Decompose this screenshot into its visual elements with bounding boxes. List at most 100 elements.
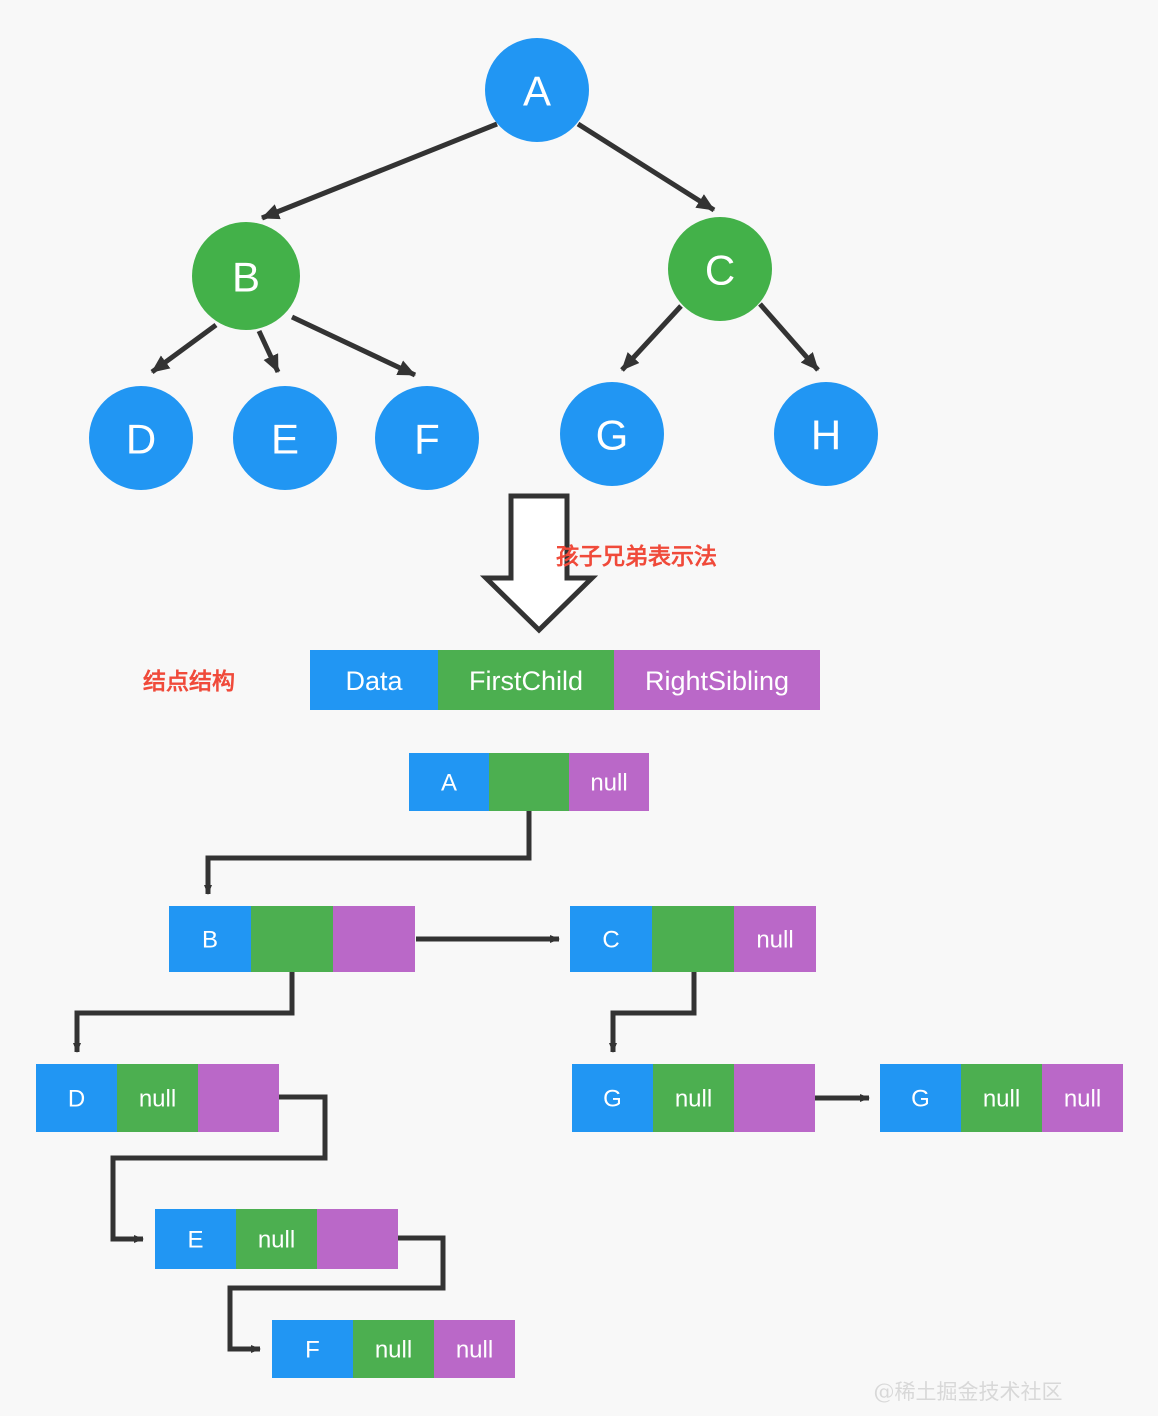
list-node-cell-label-firstchild: null — [675, 1086, 712, 1113]
list-node-cell-label-data: B — [202, 927, 218, 954]
list-node-cell-label-data: G — [603, 1086, 622, 1113]
link-c-firstchild-to-g1 — [609, 972, 697, 1053]
list-node-cell-label-data: C — [602, 927, 619, 954]
list-node-cell-firstchild — [117, 1064, 198, 1132]
list-node-cell-data — [272, 1320, 353, 1378]
legend-label: 结点结构 — [143, 668, 235, 695]
list-node-cell-firstchild — [489, 753, 569, 811]
transform-arrow-icon — [479, 493, 599, 634]
tree-node-circle — [192, 222, 300, 330]
tree-node-C[interactable]: C — [668, 217, 772, 321]
tree-node-circle — [774, 382, 878, 486]
legend-node-structure: Data FirstChild RightSibling — [310, 650, 820, 710]
transform-arrow-caption: 孩子兄弟表示法 — [556, 543, 717, 570]
tree-node-label: G — [596, 412, 629, 459]
tree-edge-b-e — [256, 329, 281, 374]
legend-cell-label: Data — [345, 666, 403, 696]
list-node-cell-data — [155, 1209, 236, 1269]
list-node-cell-label-data: G — [911, 1086, 930, 1113]
link-e-sibling-to-f — [227, 1235, 446, 1353]
legend-cell-firstchild: FirstChild — [438, 650, 614, 710]
list-node-cell-firstchild — [961, 1064, 1042, 1132]
list-node-cell-label-data: A — [441, 770, 457, 797]
tree-node-A[interactable]: A — [485, 38, 589, 142]
list-node-cell-data — [36, 1064, 117, 1132]
tree-node-label: B — [232, 254, 260, 301]
tree-node-D[interactable]: D — [89, 386, 193, 490]
tree-node-circle — [668, 217, 772, 321]
tree-node-label: D — [126, 416, 156, 463]
tree-node-circle — [560, 382, 664, 486]
list-node-cell-rightsibling — [434, 1320, 515, 1378]
list-node-cell-rightsibling — [333, 906, 415, 972]
list-node-cell-firstchild — [652, 906, 734, 972]
list-connectors — [73, 811, 870, 1353]
list-node-cell-data — [169, 906, 251, 972]
list-node-cell-rightsibling — [1042, 1064, 1123, 1132]
list-node-n-b[interactable]: B — [169, 906, 415, 972]
tree-node-G[interactable]: G — [560, 382, 664, 486]
tree-node-H[interactable]: H — [774, 382, 878, 486]
list-node-cell-label-rightsibling: null — [756, 927, 793, 954]
tree-node-label: H — [811, 412, 841, 459]
tree-edge-c-h — [758, 302, 820, 372]
list-node-cell-label-rightsibling: null — [590, 770, 627, 797]
legend-cell-rightsibling: RightSibling — [614, 650, 820, 710]
tree-node-label: A — [523, 68, 551, 115]
tree-node-label: F — [414, 416, 440, 463]
list-node-cell-firstchild — [353, 1320, 434, 1378]
list-node-cell-firstchild — [236, 1209, 317, 1269]
tree-edge-a-c — [576, 121, 716, 213]
list-node-cell-label-firstchild: null — [139, 1086, 176, 1113]
legend-cell-label: FirstChild — [469, 666, 583, 696]
legend-cell-label: RightSibling — [645, 666, 789, 696]
tree-node-B[interactable]: B — [192, 222, 300, 330]
list-node-cell-rightsibling — [734, 906, 816, 972]
tree-node-E[interactable]: E — [233, 386, 337, 490]
watermark: @稀土掘金技术社区 — [874, 1380, 1063, 1404]
tree-edges — [150, 121, 820, 378]
list-node-cell-label-firstchild: null — [375, 1337, 412, 1364]
list-node-cell-label-data: E — [187, 1227, 203, 1254]
tree-edge-b-f — [290, 314, 417, 378]
legend-cell-data: Data — [310, 650, 438, 710]
tree-edge-a-b — [261, 121, 498, 221]
list-node-cell-data — [880, 1064, 961, 1132]
tree-node-label: E — [271, 416, 299, 463]
legend-cell-rect — [310, 650, 438, 710]
list-node-cell-label-firstchild: null — [258, 1227, 295, 1254]
link-d-sibling-to-e — [110, 1094, 328, 1243]
tree-nodes: A B C D E F G H — [89, 38, 878, 490]
list-node-cell-data — [570, 906, 652, 972]
list-node-cell-label-rightsibling: null — [1064, 1086, 1101, 1113]
link-b-firstchild-to-d — [73, 972, 295, 1053]
list-node-cell-rightsibling — [569, 753, 649, 811]
list-node-cell-rightsibling — [198, 1064, 279, 1132]
tree-edge-b-d — [150, 322, 218, 375]
tree-node-circle — [375, 386, 479, 490]
tree-node-label: C — [705, 247, 735, 294]
legend-cell-rect — [614, 650, 820, 710]
legend-cell-rect — [438, 650, 614, 710]
list-node-cell-firstchild — [653, 1064, 734, 1132]
list-node-cell-label-firstchild: null — [983, 1086, 1020, 1113]
list-node-cell-label-data: F — [305, 1337, 320, 1364]
link-a-firstchild-to-b — [204, 811, 532, 895]
tree-node-circle — [89, 386, 193, 490]
list-node-cell-firstchild — [251, 906, 333, 972]
list-node-cell-label-data: D — [68, 1086, 85, 1113]
tree-edge-c-g — [620, 304, 683, 372]
list-node-cell-label-rightsibling: null — [456, 1337, 493, 1364]
list-node-cell-rightsibling — [734, 1064, 815, 1132]
tree-node-F[interactable]: F — [375, 386, 479, 490]
